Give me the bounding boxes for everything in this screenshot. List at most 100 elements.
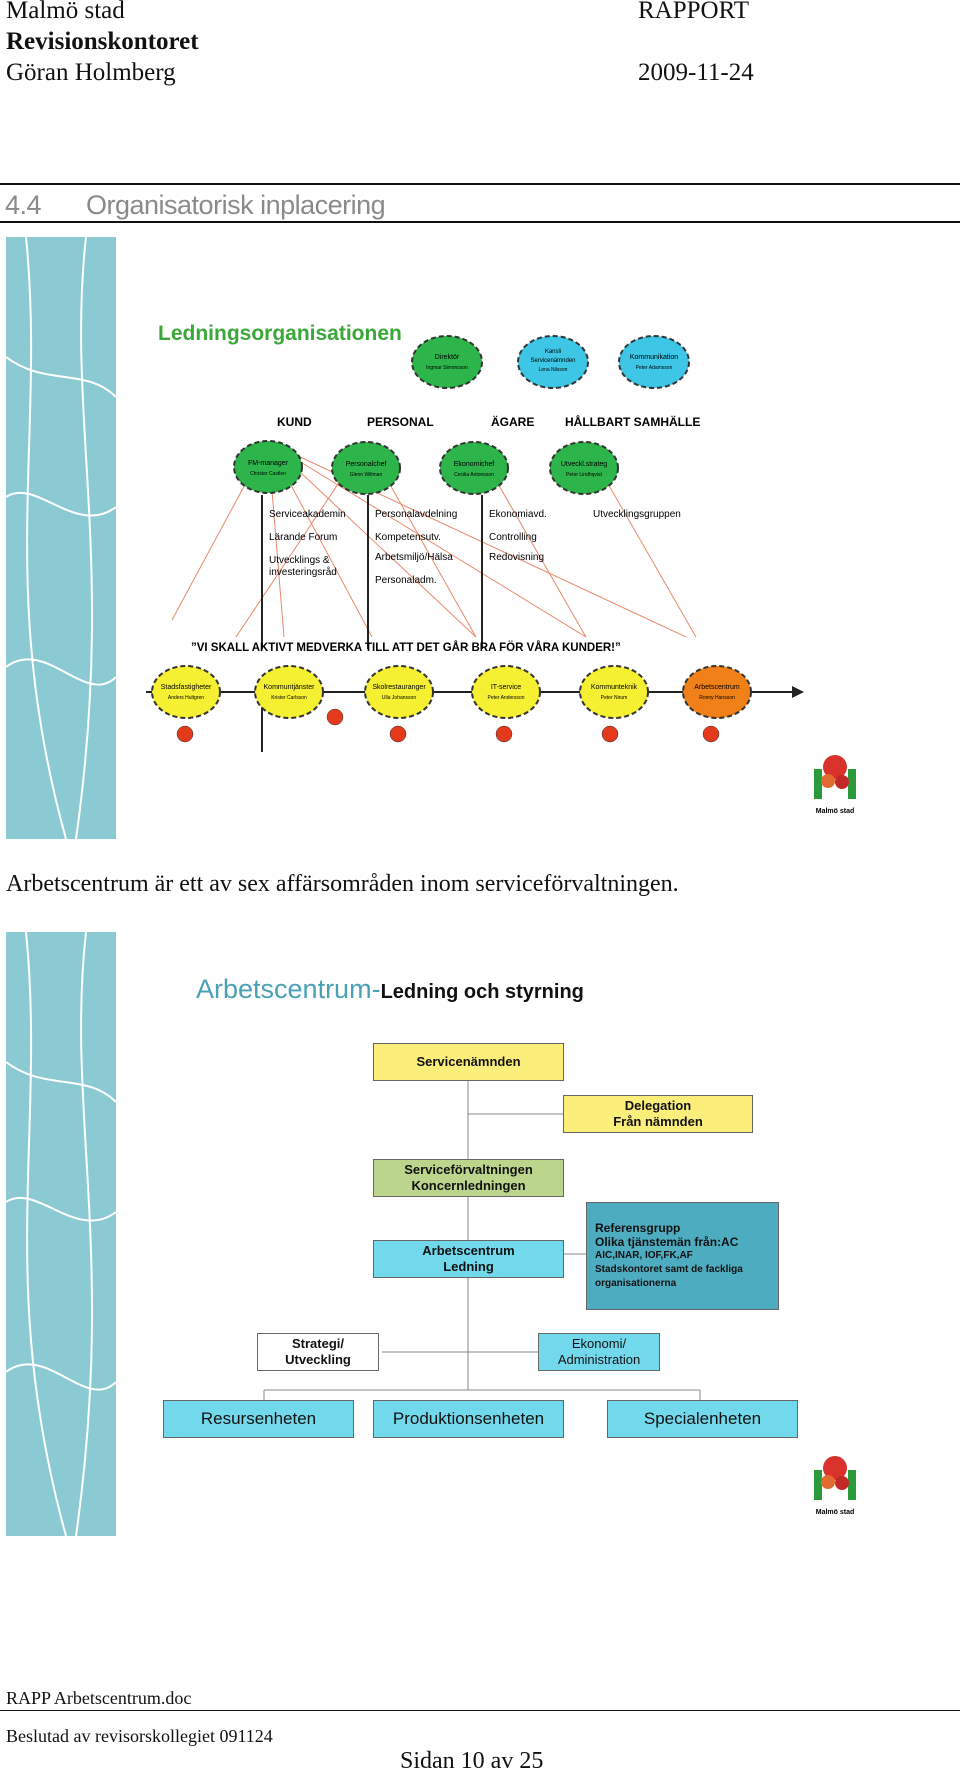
svg-text:Ulla Johansson: Ulla Johansson [382,695,416,701]
heading-rule-bottom [0,221,960,223]
col-agare: ÄGARE [491,414,534,429]
header-org: Malmö stad [6,0,125,24]
svg-text:Peter Nirum: Peter Nirum [601,695,628,701]
svg-text:Personalchef: Personalchef [346,461,387,468]
footer-rule [0,1710,960,1711]
unit-arbetscentrum: Arbetscentrum Ronny Hansson [682,665,752,719]
svg-text:Personalavdelning: Personalavdelning [375,509,457,520]
svg-text:investeringsråd: investeringsråd [269,566,337,578]
col-kund: KUND [277,415,312,429]
svg-text:Arbetsmiljö/Hälsa: Arbetsmiljö/Hälsa [375,552,453,563]
timeline-arrowhead [792,686,804,698]
slide-ledningsorganisation: Ledningsorganisationen Direktör Ingmar S… [6,237,860,839]
malmo-logo-icon: Malmö stad [814,1456,856,1516]
box-ekonomi: Ekonomi/Administration [538,1333,660,1371]
col-hallbart: HÅLLBART SAMHÄLLE [565,414,700,429]
box-referensgrupp: Referensgrupp Olika tjänstemän från:AC A… [586,1202,779,1310]
box-servicenamnden: Servicenämnden [373,1043,564,1081]
svg-text:Malmö stad: Malmö stad [816,808,855,815]
svg-text:Kansli: Kansli [545,349,561,355]
header-author: Göran Holmberg [6,59,176,86]
heading-rule-top [0,183,960,185]
svg-text:Arbetscentrum: Arbetscentrum [694,684,740,691]
svg-text:Skolrestauranger: Skolrestauranger [372,684,426,691]
svg-text:Utvecklingsgruppen: Utvecklingsgruppen [593,509,681,520]
svg-text:Controlling: Controlling [489,532,537,543]
svg-text:Redovisning: Redovisning [489,552,544,563]
svg-text:Kommuntjänster: Kommuntjänster [264,684,316,691]
unit-skolrestauranger: Skolrestauranger Ulla Johansson [364,665,434,719]
svg-text:Kommunikation: Kommunikation [630,354,678,361]
list-agare: Ekonomiavd. Controlling Redovisning [489,509,547,563]
svg-text:IT-service: IT-service [491,684,521,691]
header-date: 2009-11-24 [638,59,754,86]
unit-kommunteknik: Kommunteknik Peter Nirum [579,665,649,719]
section-title: Organisatorisk inplacering [86,190,386,220]
svg-text:Kompetensutv.: Kompetensutv. [375,532,441,543]
circle-direktor: Direktör Ingmar Simonsson [411,335,483,389]
footer-filename: RAPP Arbetscentrum.doc [6,1688,192,1708]
svg-text:Personaladm.: Personaladm. [375,575,437,586]
manager-circle-agare: Ekonomichef Cecilia Antonsson [439,441,509,495]
svg-text:Ingmar Simonsson: Ingmar Simonsson [426,365,468,371]
svg-text:Peter Lindhqvist: Peter Lindhqvist [566,472,602,478]
svg-text:Lena Nilsson: Lena Nilsson [539,367,568,373]
list-personal: Personalavdelning Kompetensutv. Arbetsmi… [375,509,457,586]
footer-page-number: Sidan 10 av 25 [400,1748,544,1774]
svg-text:Kommunteknik: Kommunteknik [591,684,638,691]
svg-text:Servicenämnden: Servicenämnden [530,358,575,364]
box-strategi: Strategi/Utveckling [257,1333,379,1371]
band-swirl [6,237,117,839]
slide2-title-b: Ledning och styrning [380,981,584,1003]
svg-text:Krister Carlsson: Krister Carlsson [271,695,307,701]
slide-arbetscentrum: Arbetscentrum-Ledning och styrning Servi… [6,932,860,1536]
section-number: 4.4 [5,190,42,220]
manager-circle-personal: Personalchef Glenn Willman [331,441,401,495]
svg-text:Utvecklings &: Utvecklings & [269,555,330,566]
unit-kommuntjanster: Kommuntjänster Krister Carlsson [254,665,324,719]
svg-text:Christer Castlen: Christer Castlen [250,471,286,477]
footer-approved: Beslutad av revisorskollegiet 091124 [6,1726,273,1746]
svg-text:Ekonomichef: Ekonomichef [454,461,495,468]
unit-stadsfastigheter: Stadsfastigheter Anders Hultgren [151,665,221,719]
unit-it-service: IT-service Peter Andersson [471,665,541,719]
list-kund: Serviceakademin Lärande Forum Utveckling… [269,509,346,578]
box-specialenheten: Specialenheten [607,1400,798,1438]
svg-text:Lärande Forum: Lärande Forum [269,532,337,543]
slide2-title: Arbetscentrum-Ledning och styrning [196,974,584,1005]
svg-text:Peter Adamsson: Peter Adamsson [636,365,673,371]
svg-text:Stadsfastigheter: Stadsfastigheter [161,684,212,691]
svg-text:Utveckl.strateg: Utveckl.strateg [561,461,607,468]
band-swirl [6,932,117,1536]
svg-text:Malmö stad: Malmö stad [816,1509,855,1516]
svg-text:Direktör: Direktör [435,354,460,361]
slide-decor-band [6,932,117,1536]
svg-text:Serviceakademin: Serviceakademin [269,509,346,520]
box-resursenheten: Resursenheten [163,1400,354,1438]
manager-circle-kund: FM-manager Christer Castlen [233,440,303,494]
malmo-logo-icon: Malmö stad [814,755,856,815]
svg-text:Cecilia Antonsson: Cecilia Antonsson [454,472,494,478]
header-department: Revisionskontoret [6,28,199,55]
box-produktionsenheten: Produktionsenheten [373,1400,564,1438]
svg-text:Anders Hultgren: Anders Hultgren [168,695,204,701]
motto: ”VI SKALL AKTIVT MEDVERKA TILL ATT DET G… [191,641,621,654]
svg-text:Ronny Hansson: Ronny Hansson [699,695,735,701]
list-hallbart: Utvecklingsgruppen [593,509,681,520]
svg-text:Glenn Willman: Glenn Willman [350,472,383,478]
slide-decor-band [6,237,117,839]
circle-kommunikation: Kommunikation Peter Adamsson [618,335,690,389]
org-diagram: Ledningsorganisationen Direktör Ingmar S… [146,322,856,815]
header-report-label: RAPPORT [638,0,750,24]
svg-text:Peter Andersson: Peter Andersson [488,695,525,701]
smiley-icons [176,708,720,743]
svg-text:Ekonomiavd.: Ekonomiavd. [489,509,547,520]
manager-circle-hallbart: Utveckl.strateg Peter Lindhqvist [549,441,619,495]
col-personal: PERSONAL [367,415,434,429]
circle-kansli: Kansli Servicenämnden Lena Nilsson [517,335,589,389]
slide2-title-a: Arbetscentrum- [196,974,381,1004]
intro-paragraph: Arbetscentrum är ett av sex affärsområde… [6,871,679,897]
